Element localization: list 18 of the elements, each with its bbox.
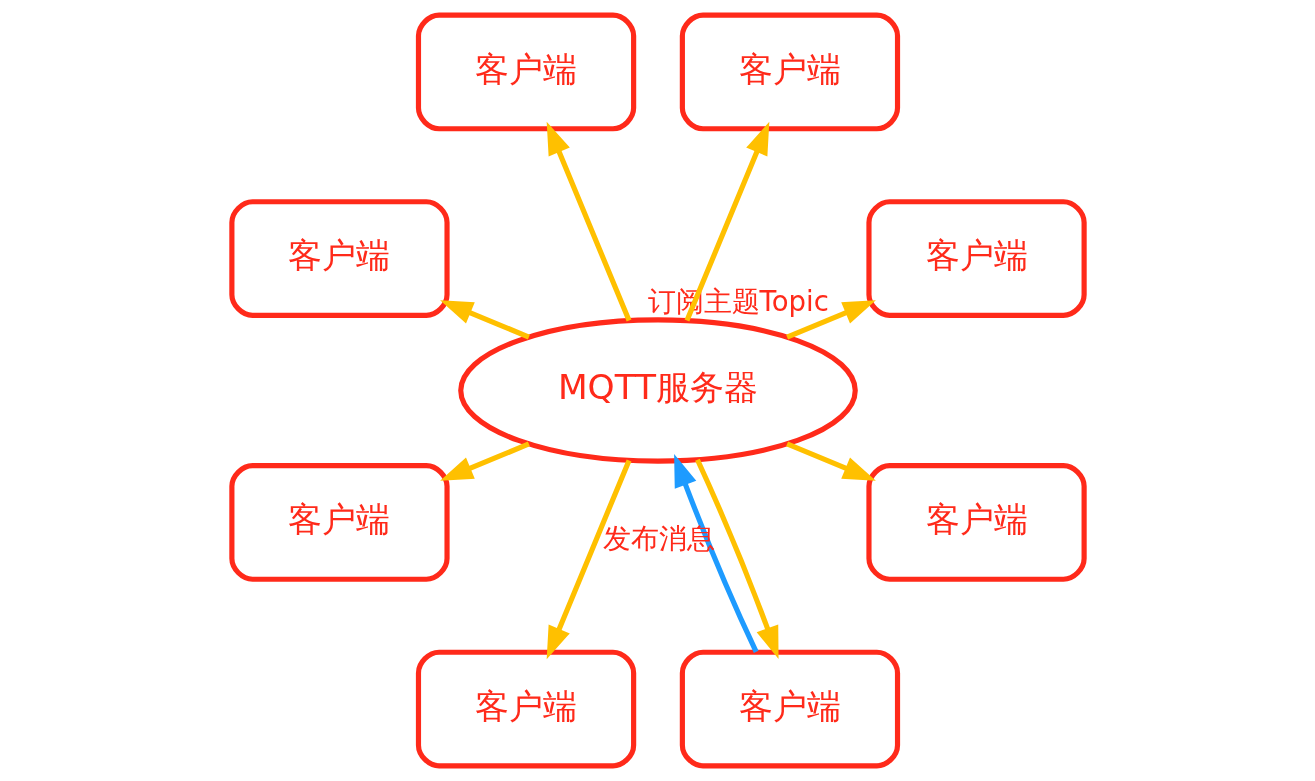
node-box: 客户端 — [865, 463, 1087, 582]
node-box: 客户端 — [228, 199, 450, 318]
arrow — [694, 458, 779, 660]
node-box: 客户端 — [679, 12, 900, 132]
node-box: 客户端 — [228, 463, 450, 582]
node-box: 客户端 — [415, 12, 636, 132]
node-box: 客户端 — [679, 649, 900, 769]
arrow — [684, 121, 769, 322]
node-box: 客户端 — [865, 199, 1087, 318]
arrow — [546, 459, 631, 660]
arrow — [439, 441, 530, 481]
arrow — [785, 441, 876, 481]
node-ellipse: MQTT服务器 — [457, 317, 858, 464]
arrow — [673, 453, 758, 654]
arrow — [546, 121, 631, 322]
arrow — [439, 300, 530, 340]
arrow — [785, 300, 876, 340]
node-box: 客户端 — [415, 649, 636, 769]
